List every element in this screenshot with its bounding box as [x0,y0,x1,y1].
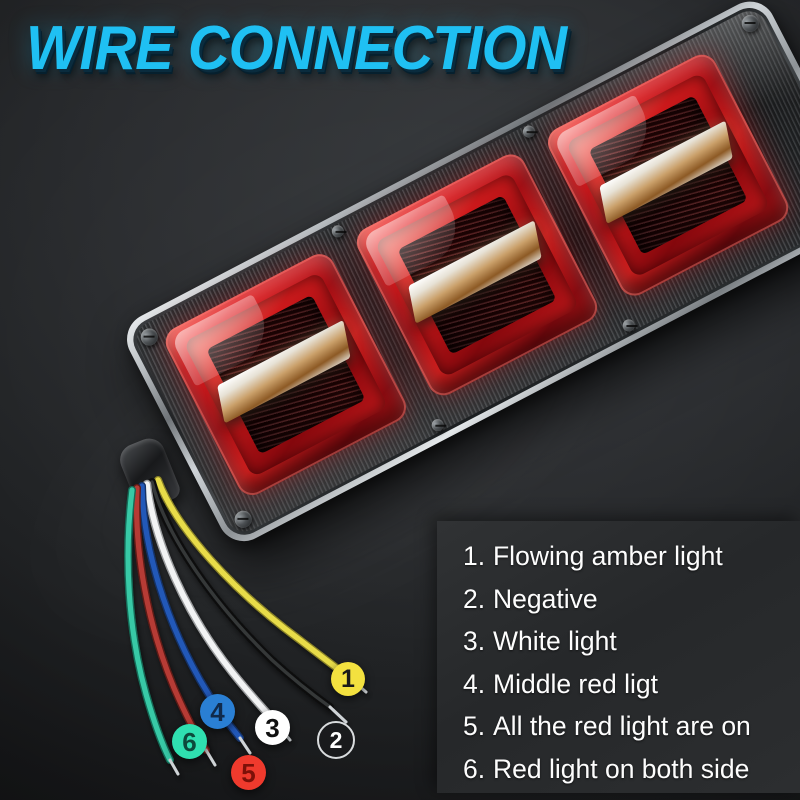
wire-marker-label: 3 [265,712,280,743]
legend-item-number: 1. [463,541,486,571]
wire-marker-5: 5 [231,755,266,790]
wire-marker-4: 4 [200,694,235,729]
wire-tip [328,705,348,724]
legend-item-label: White light [493,626,617,656]
legend-item-label: Flowing amber light [493,541,723,571]
legend-item-number: 5. [463,711,486,741]
legend-item: 6.Red light on both side [463,748,800,791]
legend-item-label: Red light on both side [493,753,750,784]
legend-item-number: 4. [463,668,486,699]
legend-item: 5.All the red light are on [463,705,800,748]
legend-item-label: Middle red ligt [493,668,658,699]
legend-item: 2.Negative [463,578,800,621]
wire-marker-label: 6 [182,726,197,757]
wire-tip [168,758,180,776]
wire-marker-3: 3 [255,710,290,745]
legend-item-number: 2. [463,583,486,614]
legend-item-number: 6. [463,753,486,784]
wire-marker-label: 2 [329,726,343,753]
wire-marker-label: 1 [341,664,355,693]
wire-marker-label: 4 [210,696,225,727]
wire-marker-1: 1 [331,662,365,696]
wire-tip [204,748,217,767]
wire-marker-6: 6 [172,724,207,759]
legend-item-label: Negative [493,583,598,614]
legend-item: 4.Middle red ligt [463,663,800,706]
wire-marker-2: 2 [317,721,355,759]
legend-item: 3.White light [463,620,800,663]
legend-item-number: 3. [463,626,486,656]
wire-tip [238,736,252,755]
legend-item: 1.Flowing amber light [463,535,800,578]
wire-marker-label: 5 [241,757,256,788]
legend-item-label: All the red light are on [493,711,751,741]
page-title: WIRE CONNECTION [26,14,567,83]
